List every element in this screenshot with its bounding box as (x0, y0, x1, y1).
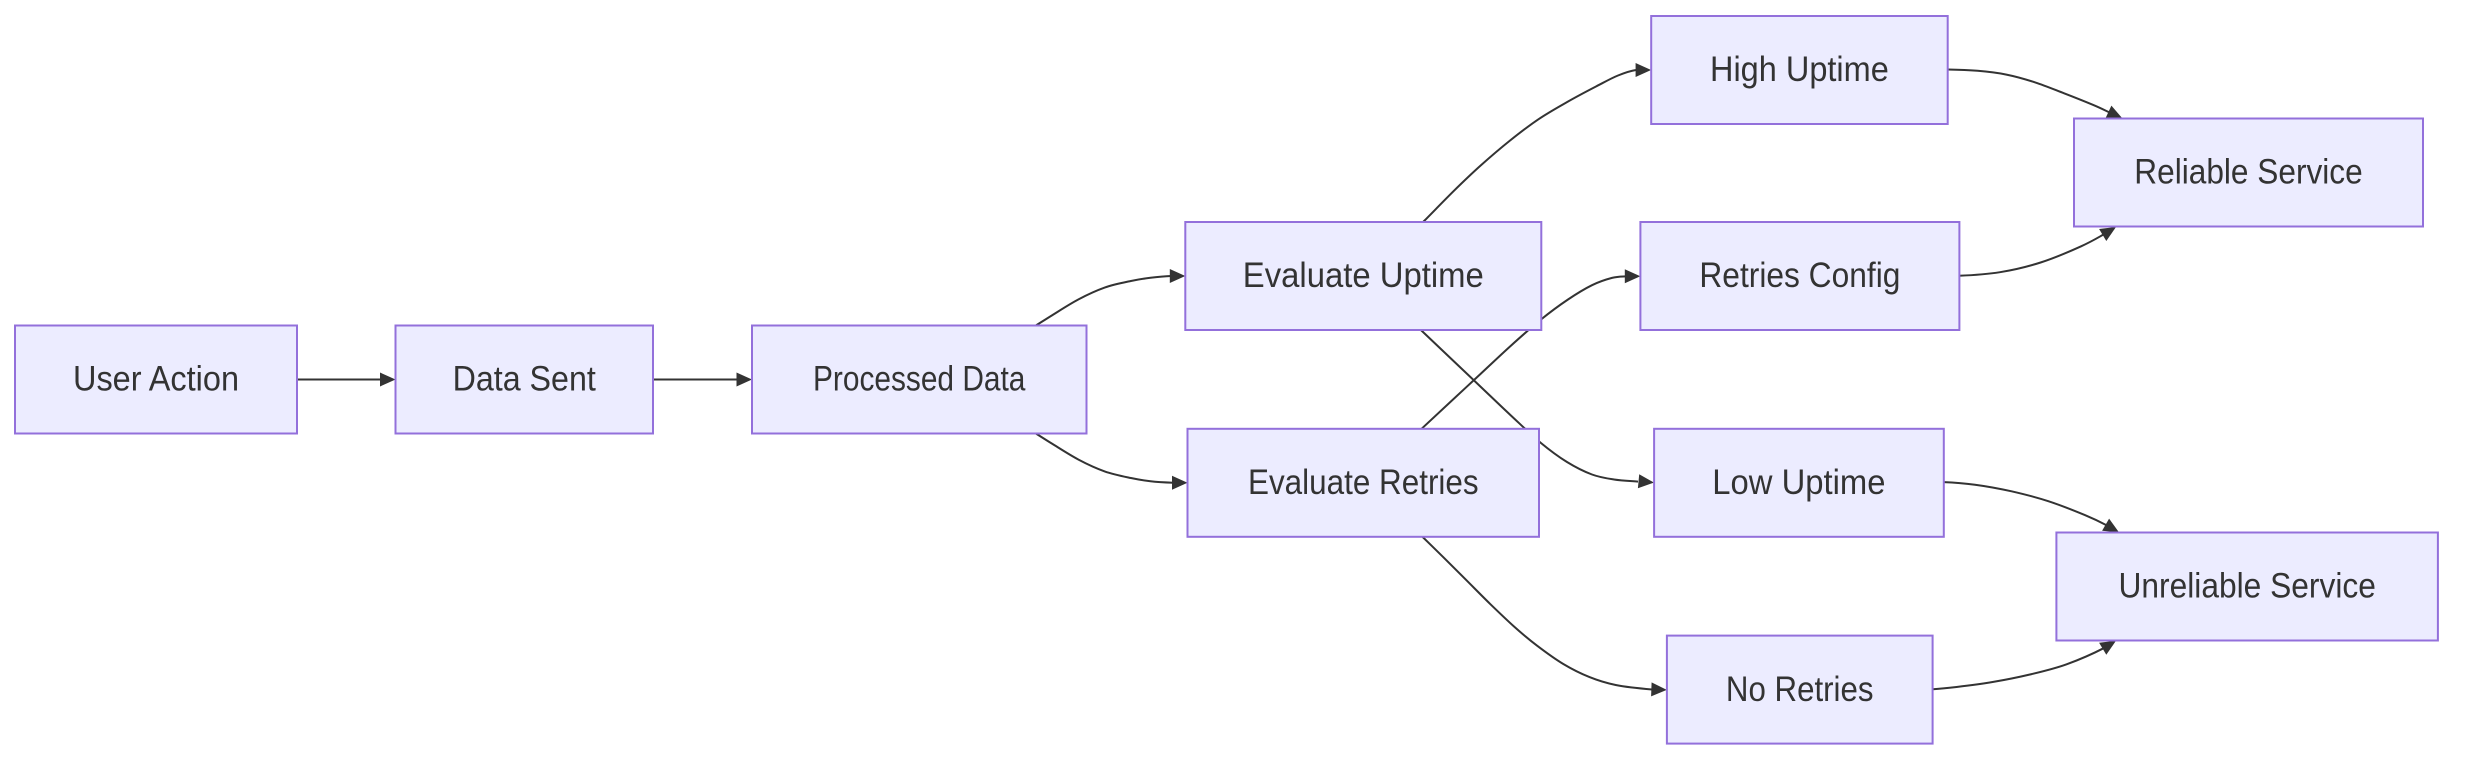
svg-text:Low Uptime: Low Uptime (1712, 463, 1885, 502)
svg-text:User Action: User Action (73, 360, 239, 399)
svg-text:Retries Config: Retries Config (1699, 256, 1900, 295)
svg-text:Processed Data: Processed Data (813, 360, 1026, 399)
svg-text:High Uptime: High Uptime (1710, 50, 1889, 89)
svg-text:Unreliable Service: Unreliable Service (2119, 567, 2376, 606)
svg-text:Evaluate Retries: Evaluate Retries (1248, 463, 1479, 502)
svg-text:No Retries: No Retries (1726, 670, 1874, 709)
svg-text:Evaluate Uptime: Evaluate Uptime (1243, 256, 1484, 295)
svg-text:Data Sent: Data Sent (453, 360, 596, 399)
svg-text:Reliable Service: Reliable Service (2134, 153, 2362, 192)
